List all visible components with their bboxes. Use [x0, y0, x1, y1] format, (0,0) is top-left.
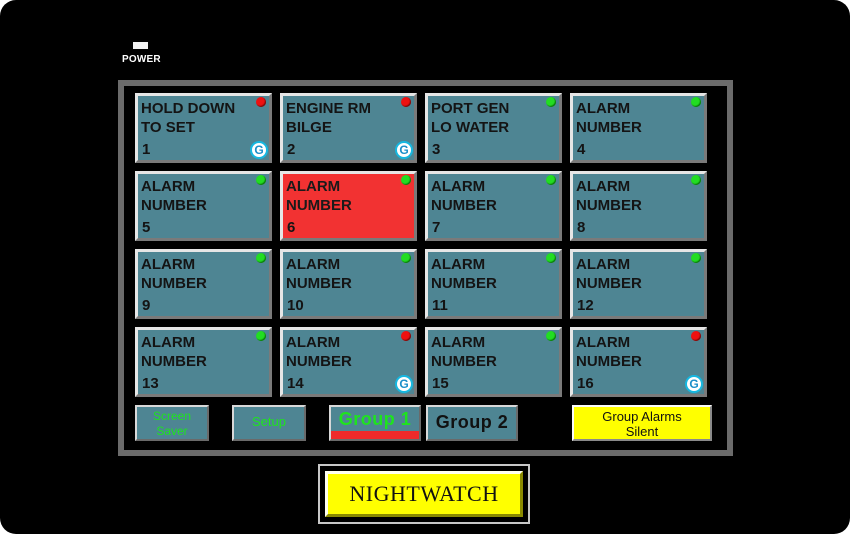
alarm-tile-label: ALARM NUMBER [286, 334, 352, 370]
alarm-tile-label: ALARM NUMBER [576, 178, 642, 214]
alarm-tile-number: 15 [432, 375, 449, 392]
alarm-tile-14[interactable]: ALARM NUMBER 14 G [280, 327, 417, 397]
alarm-tile-4[interactable]: ALARM NUMBER 4 [570, 93, 707, 163]
alarm-panel: Screen Saver Setup Group 1 Group 2 Group… [124, 86, 727, 450]
group-2-button[interactable]: Group 2 [426, 405, 518, 441]
alarm-tile-2[interactable]: ENGINE RM BILGE 2 G [280, 93, 417, 163]
alarm-tile-label: HOLD DOWN TO SET [141, 100, 236, 136]
status-led-icon [401, 97, 411, 107]
alarm-tile-number: 12 [577, 297, 594, 314]
nightwatch-logo: NIGHTWATCH [325, 471, 523, 517]
group-alarms-silent-label: Group Alarms Silent [602, 409, 682, 439]
status-led-icon [256, 253, 266, 263]
status-led-icon [691, 175, 701, 185]
power-label: POWER [122, 54, 161, 65]
touch-screen-frame: Screen Saver Setup Group 1 Group 2 Group… [118, 80, 733, 456]
alarm-tile-label: PORT GEN LO WATER [431, 100, 510, 136]
status-led-icon [401, 253, 411, 263]
alarm-tile-9[interactable]: ALARM NUMBER 9 [135, 249, 272, 319]
alarm-tile-number: 4 [577, 141, 586, 158]
group-1-button[interactable]: Group 1 [329, 405, 421, 441]
group-badge-icon: G [685, 375, 703, 393]
alarm-tile-label: ALARM NUMBER [141, 178, 207, 214]
alarm-tile-number: 14 [287, 375, 304, 392]
alarm-tile-number: 6 [287, 219, 296, 236]
group-1-active-indicator [331, 431, 419, 439]
alarm-tile-7[interactable]: ALARM NUMBER 7 [425, 171, 562, 241]
alarm-tile-6[interactable]: ALARM NUMBER 6 [280, 171, 417, 241]
alarm-tile-number: 9 [142, 297, 151, 314]
alarm-tile-number: 16 [577, 375, 594, 392]
alarm-tile-number: 11 [432, 297, 448, 314]
brand-frame: NIGHTWATCH [318, 464, 530, 524]
alarm-tile-number: 2 [287, 141, 296, 158]
alarm-tile-label: ALARM NUMBER [286, 256, 352, 292]
alarm-tile-1[interactable]: HOLD DOWN TO SET 1 G [135, 93, 272, 163]
status-led-icon [691, 97, 701, 107]
group-badge-icon: G [395, 141, 413, 159]
alarm-tile-number: 13 [142, 375, 159, 392]
status-led-icon [401, 175, 411, 185]
status-led-icon [401, 331, 411, 341]
screen-saver-button[interactable]: Screen Saver [135, 405, 209, 441]
group-alarms-silent-button[interactable]: Group Alarms Silent [572, 405, 712, 441]
status-led-icon [546, 175, 556, 185]
alarm-tile-label: ALARM NUMBER [576, 100, 642, 136]
alarm-tile-10[interactable]: ALARM NUMBER 10 [280, 249, 417, 319]
alarm-tile-3[interactable]: PORT GEN LO WATER 3 [425, 93, 562, 163]
alarm-tile-number: 3 [432, 141, 441, 158]
group-2-label: Group 2 [435, 412, 509, 432]
alarm-tile-label: ALARM NUMBER [141, 334, 207, 370]
alarm-tile-number: 10 [287, 297, 304, 314]
power-led [133, 42, 148, 49]
group-1-label: Group 1 [338, 409, 412, 429]
group-badge-icon: G [395, 375, 413, 393]
setup-label: Setup [252, 414, 286, 429]
alarm-tile-label: ALARM NUMBER [286, 178, 352, 214]
status-led-icon [256, 331, 266, 341]
alarm-tile-12[interactable]: ALARM NUMBER 12 [570, 249, 707, 319]
alarm-tile-label: ALARM NUMBER [576, 256, 642, 292]
alarm-tile-number: 5 [142, 219, 151, 236]
alarm-tile-15[interactable]: ALARM NUMBER 15 [425, 327, 562, 397]
alarm-tile-8[interactable]: ALARM NUMBER 8 [570, 171, 707, 241]
alarm-tile-16[interactable]: ALARM NUMBER 16 G [570, 327, 707, 397]
status-led-icon [691, 331, 701, 341]
alarm-tile-13[interactable]: ALARM NUMBER 13 [135, 327, 272, 397]
status-led-icon [546, 253, 556, 263]
status-led-icon [691, 253, 701, 263]
alarm-tile-label: ALARM NUMBER [431, 178, 497, 214]
alarm-tile-number: 7 [432, 219, 441, 236]
screen-saver-label: Screen Saver [152, 409, 192, 438]
status-led-icon [256, 97, 266, 107]
alarm-tile-label: ALARM NUMBER [141, 256, 207, 292]
alarm-tile-number: 8 [577, 219, 586, 236]
alarm-tile-label: ALARM NUMBER [431, 334, 497, 370]
status-led-icon [256, 175, 266, 185]
alarm-tile-label: ALARM NUMBER [431, 256, 497, 292]
alarm-tile-label: ALARM NUMBER [576, 334, 642, 370]
alarm-tile-11[interactable]: ALARM NUMBER 11 [425, 249, 562, 319]
alarm-tile-5[interactable]: ALARM NUMBER 5 [135, 171, 272, 241]
alarm-tile-label: ENGINE RM BILGE [286, 100, 372, 136]
setup-button[interactable]: Setup [232, 405, 306, 441]
status-led-icon [546, 97, 556, 107]
group-badge-icon: G [250, 141, 268, 159]
alarm-tile-number: 1 [142, 141, 151, 158]
status-led-icon [546, 331, 556, 341]
